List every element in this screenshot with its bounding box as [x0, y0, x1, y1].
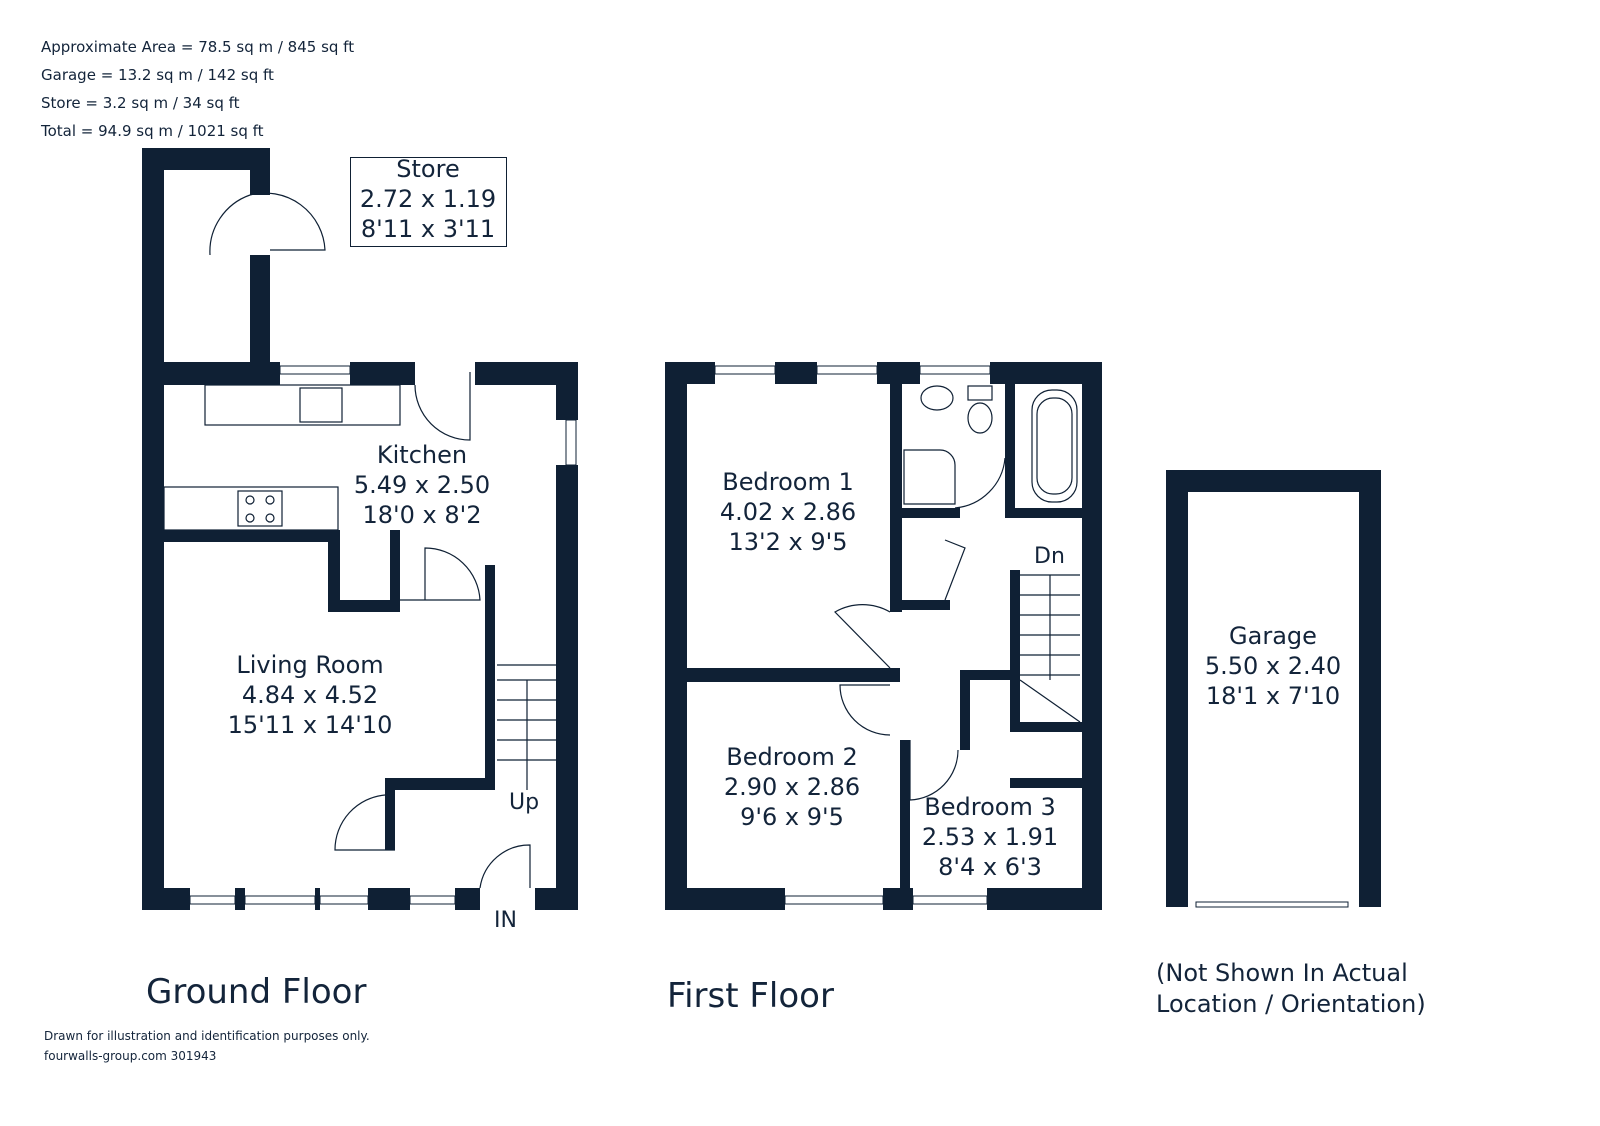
first-floor-walls [665, 362, 1102, 910]
room-name: Kitchen [376, 441, 468, 469]
stairs-down-label: Dn [1034, 544, 1065, 569]
garage-note-line-2: Location / Orientation) [1156, 990, 1426, 1018]
stairs-up-label: Up [509, 790, 540, 815]
room-metric: 2.53 x 1.91 [921, 823, 1059, 851]
ground-floor-windows [189, 365, 577, 905]
total-area-text: Total = 94.9 sq m / 1021 sq ft [41, 122, 264, 140]
room-imperial: 15'11 x 14'10 [227, 711, 393, 739]
room-bedroom-3: Bedroom 3 2.53 x 1.91 8'4 x 6'3 [922, 792, 1058, 882]
room-name: Bedroom 1 [722, 468, 854, 496]
disclaimer-text: Drawn for illustration and identificatio… [44, 1029, 370, 1043]
approximate-area-text: Approximate Area = 78.5 sq m / 845 sq ft [41, 38, 355, 56]
ground-floor-walls [142, 148, 578, 910]
garage-note: (Not Shown In Actual Location / Orientat… [1156, 958, 1426, 1020]
room-metric: 2.72 x 1.19 [359, 185, 497, 213]
room-metric: 5.49 x 2.50 [353, 471, 491, 499]
garage-note-line-1: (Not Shown In Actual [1156, 959, 1408, 987]
room-imperial: 13'2 x 9'5 [728, 528, 848, 556]
room-kitchen: Kitchen 5.49 x 2.50 18'0 x 8'2 [354, 440, 490, 530]
room-metric: 5.50 x 2.40 [1204, 652, 1342, 680]
ground-floor-fixtures [163, 192, 556, 889]
room-garage: Garage 5.50 x 2.40 18'1 x 7'10 [1205, 621, 1341, 711]
first-floor-fixtures [834, 385, 1081, 801]
store-area-text: Store = 3.2 sq m / 34 sq ft [41, 94, 240, 112]
room-metric: 2.90 x 2.86 [723, 773, 861, 801]
room-name: Bedroom 3 [924, 793, 1056, 821]
entrance-label: IN [494, 908, 517, 933]
ground-floor-label: Ground Floor [146, 972, 367, 1012]
room-bedroom-2: Bedroom 2 2.90 x 2.86 9'6 x 9'5 [724, 742, 860, 832]
room-imperial: 18'1 x 7'10 [1205, 682, 1341, 710]
room-imperial: 8'4 x 6'3 [938, 853, 1042, 881]
room-imperial: 9'6 x 9'5 [740, 803, 844, 831]
room-bedroom-1: Bedroom 1 4.02 x 2.86 13'2 x 9'5 [720, 467, 856, 557]
room-metric: 4.84 x 4.52 [241, 681, 379, 709]
room-name: Store [396, 155, 460, 183]
garage-area-text: Garage = 13.2 sq m / 142 sq ft [41, 66, 274, 84]
room-living-room: Living Room 4.84 x 4.52 15'11 x 14'10 [228, 650, 393, 740]
garage-walls [1166, 470, 1381, 908]
room-imperial: 8'11 x 3'11 [360, 215, 496, 243]
room-name: Living Room [236, 651, 384, 679]
room-metric: 4.02 x 2.86 [719, 498, 857, 526]
first-floor-label: First Floor [667, 976, 834, 1016]
room-name: Bedroom 2 [726, 743, 858, 771]
reference-text: fourwalls-group.com 301943 [44, 1049, 217, 1063]
store-label-box [350, 157, 507, 247]
room-name: Garage [1229, 622, 1317, 650]
room-imperial: 18'0 x 8'2 [362, 501, 482, 529]
first-floor-windows [714, 365, 991, 905]
room-store: Store 2.72 x 1.19 8'11 x 3'11 [360, 154, 496, 244]
